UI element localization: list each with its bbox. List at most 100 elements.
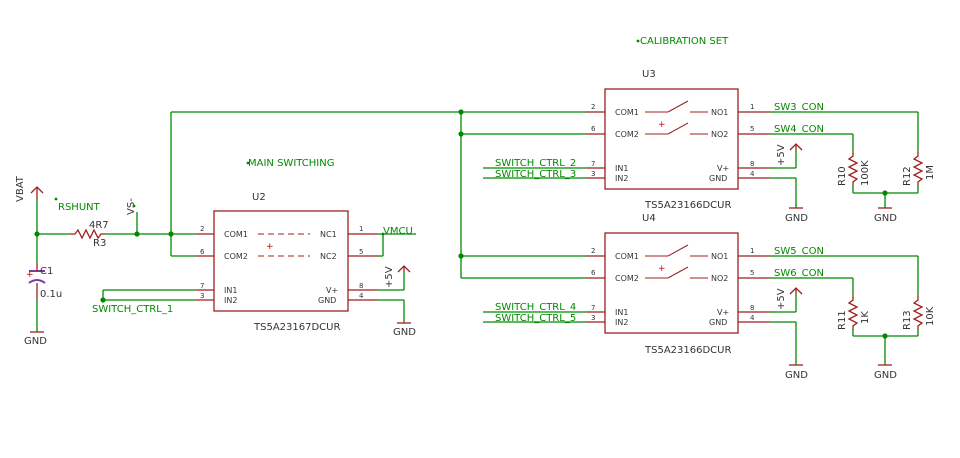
svg-text:2: 2 bbox=[591, 247, 595, 255]
plus5v-supply-symbol: +5V bbox=[776, 287, 803, 310]
switch-ctrl-3-label: SWITCH_CTRL_3 bbox=[495, 169, 576, 180]
u4-no1-label: NO1 bbox=[711, 252, 728, 261]
u4-in2-label: IN2 bbox=[615, 318, 628, 327]
u2-vplus-label: V+ bbox=[326, 286, 338, 295]
vbat-label: VBAT bbox=[15, 175, 26, 202]
gnd-symbol: GND bbox=[393, 322, 416, 338]
u4-in1-label: IN1 bbox=[615, 308, 628, 317]
svg-text:5: 5 bbox=[359, 248, 363, 256]
svg-text:7: 7 bbox=[200, 282, 204, 290]
resistor-r12: R12 1M bbox=[902, 152, 936, 186]
resistor-r10: R10 100K bbox=[837, 152, 871, 186]
u3-ref: U3 bbox=[642, 69, 656, 80]
svg-text:6: 6 bbox=[591, 125, 596, 133]
sw6-con-label: SW6_CON bbox=[774, 268, 824, 279]
svg-text:8: 8 bbox=[359, 282, 363, 290]
u4-value: TS5A23166DCUR bbox=[644, 345, 731, 356]
svg-text:3: 3 bbox=[200, 292, 204, 300]
svg-text:5: 5 bbox=[750, 125, 754, 133]
switch-ctrl-1-label: SWITCH_CTRL_1 bbox=[92, 304, 173, 315]
svg-text:1: 1 bbox=[359, 225, 363, 233]
ic-u2: 2 6 7 3 1 5 8 4 COM1 COM2 IN1 IN2 NC1 NC… bbox=[196, 210, 378, 312]
svg-text:GND: GND bbox=[874, 213, 897, 224]
gnd-symbol: GND bbox=[24, 331, 47, 347]
u2-com2-label: COM2 bbox=[224, 252, 248, 261]
rshunt-label: RSHUNT bbox=[58, 202, 101, 213]
svg-text:2: 2 bbox=[200, 225, 204, 233]
resistor-r11: R11 1K bbox=[837, 296, 871, 330]
plus5v-supply-symbol: +5V bbox=[384, 265, 411, 288]
switch-ctrl-5-label: SWITCH_CTRL_5 bbox=[495, 313, 576, 324]
u3-no2-label: NO2 bbox=[711, 130, 728, 139]
svg-text:3: 3 bbox=[591, 314, 595, 322]
svg-text:4: 4 bbox=[359, 292, 364, 300]
u4-gnd-label: GND bbox=[709, 318, 727, 327]
c1-value: 0.1u bbox=[40, 289, 62, 300]
u2-nc1-label: NC1 bbox=[320, 230, 337, 239]
u2-value: TS5A23167DCUR bbox=[253, 322, 340, 333]
svg-text:5: 5 bbox=[750, 269, 754, 277]
svg-text:4: 4 bbox=[750, 314, 755, 322]
u2-in2-label: IN2 bbox=[224, 296, 237, 305]
svg-text:6: 6 bbox=[591, 269, 596, 277]
junction-dot bbox=[458, 131, 464, 137]
u4-com2-label: COM2 bbox=[615, 274, 639, 283]
svg-text:+5V: +5V bbox=[776, 144, 787, 166]
r13-value: 10K bbox=[925, 306, 936, 326]
junction-dot bbox=[168, 231, 174, 237]
u4-plus-mark: + bbox=[658, 264, 666, 274]
u4-ref: U4 bbox=[642, 213, 656, 224]
switch-ctrl-2-label: SWITCH_CTRL_2 bbox=[495, 158, 576, 169]
u3-in2-label: IN2 bbox=[615, 174, 628, 183]
svg-text:+5V: +5V bbox=[776, 288, 787, 310]
svg-text:3: 3 bbox=[591, 170, 595, 178]
svg-text:6: 6 bbox=[200, 248, 205, 256]
u3-gnd-label: GND bbox=[709, 174, 727, 183]
c1-ref: C1 bbox=[40, 266, 53, 277]
gnd-symbol: GND bbox=[874, 364, 897, 381]
svg-text:+5V: +5V bbox=[384, 266, 395, 288]
r3-value: 4R7 bbox=[89, 220, 109, 231]
u2-nc2-label: NC2 bbox=[320, 252, 337, 261]
gnd-symbol: GND bbox=[874, 207, 897, 224]
u3-in1-label: IN1 bbox=[615, 164, 628, 173]
resistor-r3: 4R7 R3 bbox=[70, 220, 109, 249]
r10-value: 100K bbox=[860, 160, 871, 186]
svg-text:GND: GND bbox=[393, 327, 416, 338]
r11-value: 1K bbox=[860, 311, 871, 324]
u3-com2-label: COM2 bbox=[615, 130, 639, 139]
svg-text:2: 2 bbox=[591, 103, 595, 111]
vbat-supply-symbol: VBAT bbox=[15, 175, 44, 202]
svg-text:4: 4 bbox=[750, 170, 755, 178]
ic-u3: 2 6 7 3 1 5 8 4 COM1 COM2 IN1 IN2 NO1 NO… bbox=[586, 88, 770, 190]
svg-text:GND: GND bbox=[785, 370, 808, 381]
u2-in1-label: IN1 bbox=[224, 286, 237, 295]
u4-vplus-label: V+ bbox=[717, 308, 729, 317]
c1-polarity: + bbox=[26, 270, 34, 280]
svg-text:GND: GND bbox=[785, 213, 808, 224]
u3-com1-label: COM1 bbox=[615, 108, 639, 117]
svg-text:1: 1 bbox=[750, 247, 754, 255]
junction-dot bbox=[458, 109, 464, 115]
u3-value: TS5A23166DCUR bbox=[644, 200, 731, 211]
svg-text:8: 8 bbox=[750, 160, 754, 168]
junction-dot bbox=[458, 253, 464, 259]
svg-text:8: 8 bbox=[750, 304, 754, 312]
capacitor-c1: C1 0.1u + bbox=[26, 263, 62, 300]
u4-no2-label: NO2 bbox=[711, 274, 728, 283]
u4-com1-label: COM1 bbox=[615, 252, 639, 261]
junction-dot bbox=[34, 231, 40, 237]
vs-minus-label: VS- bbox=[126, 198, 137, 215]
u3-vplus-label: V+ bbox=[717, 164, 729, 173]
calibration-set-label: CALIBRATION SET bbox=[640, 36, 729, 47]
vmcu-label: VMCU bbox=[383, 226, 413, 237]
gnd-symbol: GND bbox=[785, 207, 808, 224]
u2-gnd-label: GND bbox=[318, 296, 336, 305]
u2-plus-mark: + bbox=[266, 242, 274, 252]
u2-ref: U2 bbox=[252, 192, 266, 203]
u3-plus-mark: + bbox=[658, 120, 666, 130]
junction-dot bbox=[100, 297, 106, 303]
main-switching-label: MAIN SWITCHING bbox=[248, 158, 334, 169]
sw4-con-label: SW4_CON bbox=[774, 124, 824, 135]
